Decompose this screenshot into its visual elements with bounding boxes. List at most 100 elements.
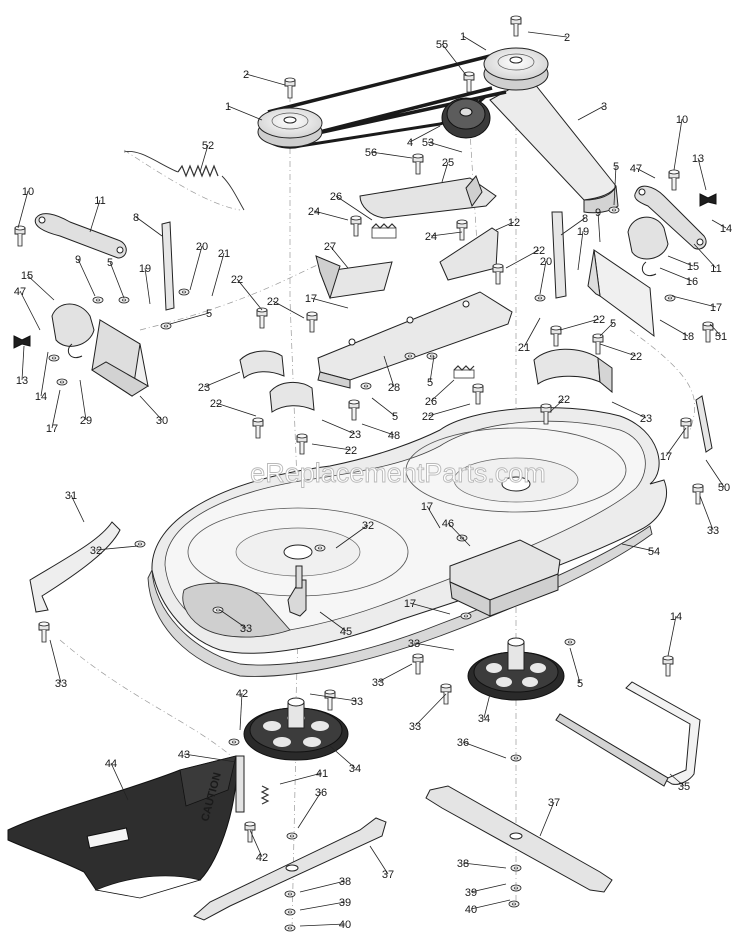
leader-line-75: [621, 543, 655, 552]
part-label-50: 50: [718, 482, 730, 494]
part-label-17: 17: [305, 293, 317, 305]
leader-line-47: [659, 319, 689, 337]
part-label-17: 17: [660, 451, 672, 463]
part-label-27: 27: [324, 241, 336, 253]
part-label-33: 33: [240, 623, 252, 635]
bolt-22: [662, 655, 674, 677]
bolt-11: [550, 325, 562, 347]
part-label-15: 15: [687, 261, 699, 273]
part-label-20: 20: [196, 241, 208, 253]
idler-bracket-left: [315, 255, 393, 300]
mower-blade-left: [193, 817, 387, 921]
leader-line-54: [203, 371, 241, 388]
leader-line-67: [665, 427, 687, 457]
washer-14: [134, 540, 146, 548]
part-label-32: 32: [362, 520, 374, 532]
front-bumper: [555, 681, 701, 787]
leader-line-68: [705, 459, 725, 488]
leader-line-49: [599, 343, 637, 357]
leader-line-65: [321, 419, 356, 435]
spindle-pulley-left: [257, 107, 323, 148]
part-label-37: 37: [548, 797, 560, 809]
leader-line-88: [462, 741, 507, 759]
leader-line-83: [49, 639, 62, 684]
leader-line-40: [272, 300, 305, 319]
leader-line-78: [319, 611, 347, 632]
part-label-13: 13: [16, 375, 28, 387]
part-label-2: 2: [243, 69, 249, 81]
mower-deck-shell: [147, 407, 668, 677]
leader-line-72: [335, 524, 369, 549]
front-bracket-left: [91, 319, 149, 397]
part-label-5: 5: [427, 377, 433, 389]
leader-line-32: [693, 243, 717, 269]
part-label-14: 14: [35, 391, 47, 403]
idler-pivot-bracket: [359, 175, 497, 219]
part-label-28: 28: [388, 382, 400, 394]
leader-line-44: [559, 318, 600, 331]
washer-1: [92, 296, 104, 304]
leader-line-10: [673, 118, 683, 171]
leader-line-39: [19, 290, 41, 331]
leader-line-59: [549, 398, 565, 413]
leader-line-89: [183, 753, 237, 763]
part-label-55: 55: [436, 39, 448, 51]
part-label-47: 47: [630, 163, 642, 175]
part-label-4: 4: [407, 137, 413, 149]
washer-26: [284, 924, 296, 932]
extension-spring: [123, 150, 245, 211]
bolt-19: [680, 417, 692, 439]
part-label-25: 25: [442, 157, 454, 169]
part-label-34: 34: [478, 713, 490, 725]
leader-line-57: [430, 379, 455, 402]
part-label-5: 5: [107, 257, 113, 269]
lift-cam-left: [51, 303, 95, 358]
part-label-41: 41: [316, 768, 328, 780]
part-label-22: 22: [231, 274, 243, 286]
bolt-24: [440, 683, 452, 705]
leader-line-19: [135, 216, 163, 237]
part-label-19: 19: [139, 263, 151, 275]
washer-17: [212, 606, 224, 614]
leader-line-74: [95, 545, 139, 551]
washer-12: [460, 612, 472, 620]
leader-line-101: [299, 901, 346, 911]
leader-line-56: [429, 355, 435, 383]
leader-line-60: [51, 389, 61, 429]
bolt-13: [702, 321, 714, 343]
leader-line-52: [79, 379, 87, 421]
leader-line-94: [297, 791, 322, 829]
leader-line-22: [560, 217, 586, 236]
part-label-22: 22: [422, 411, 434, 423]
leader-line-50: [21, 345, 25, 381]
deck-support-bracket: [317, 291, 513, 389]
part-label-33: 33: [55, 678, 67, 690]
lift-link-left: [34, 213, 127, 259]
part-label-53: 53: [422, 137, 434, 149]
mower-blade-right: [425, 785, 613, 893]
bolt-17: [252, 417, 264, 439]
lift-cam-right: [627, 216, 669, 276]
part-label-56: 56: [365, 147, 377, 159]
belt-guard-left-a: [239, 350, 285, 379]
leader-line-103: [299, 923, 346, 927]
leader-line-34: [109, 261, 125, 299]
leader-line-45: [599, 322, 614, 337]
leader-line-37: [659, 267, 693, 282]
washer-11: [360, 382, 372, 390]
leader-line-29: [505, 249, 540, 269]
leader-line-102: [470, 899, 511, 910]
part-label-22: 22: [593, 314, 605, 326]
leader-line-11: [613, 165, 617, 206]
part-label-8: 8: [582, 213, 588, 225]
leader-line-8: [199, 144, 209, 173]
bolt-1: [284, 77, 296, 99]
part-label-14: 14: [670, 611, 682, 623]
leader-line-71: [447, 522, 471, 547]
leader-line-5: [577, 105, 605, 121]
leader-line-96: [249, 829, 263, 858]
leader-line-53: [139, 395, 163, 421]
washer-19: [510, 754, 522, 762]
leader-line-93: [669, 773, 685, 787]
washer-21: [510, 864, 522, 872]
